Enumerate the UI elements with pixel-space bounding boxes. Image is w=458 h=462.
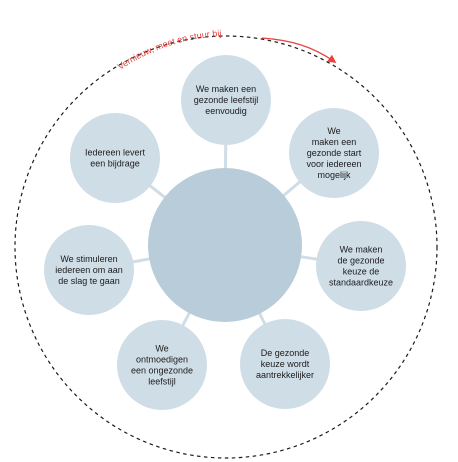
node-circle	[289, 108, 379, 198]
connector-gezonde-start	[281, 179, 303, 198]
node-label-line: eenvoudig	[205, 106, 247, 116]
connector-aantrekkelijker	[257, 311, 267, 327]
node-label-line: gezonde start	[307, 148, 362, 158]
renew-cycle-arrow	[261, 37, 337, 63]
node-circle	[240, 319, 330, 409]
node-circle	[70, 113, 160, 203]
node-label-line: leefstijl	[148, 377, 176, 387]
node-label-line: We maken	[340, 245, 383, 255]
node-label-line: keuze wordt	[261, 359, 310, 369]
node-label-line: aantrekkelijker	[256, 370, 314, 380]
node-label-line: voor iedereen	[306, 159, 361, 169]
node-label-line: De gezonde	[261, 348, 310, 358]
connector-bijdrage	[147, 183, 168, 200]
node-label-line: ontmoedigen	[136, 355, 188, 365]
node-circle	[44, 225, 134, 315]
node-label-line: keuze de	[343, 267, 380, 277]
node-label-line: gezonde leefstijl	[194, 95, 259, 105]
connector-ongezonde-leefstijl	[180, 310, 192, 328]
node-label-line: Iedereen levert	[85, 148, 146, 158]
node-label-line: We	[327, 126, 340, 136]
connector-standaardkeuze	[298, 254, 319, 261]
node-label-line: maken een	[312, 137, 357, 147]
node-label-line: een bijdrage	[90, 159, 140, 169]
node-label-line: een ongezonde	[131, 366, 193, 376]
node-label-line: standaardkeuze	[329, 278, 393, 288]
node-circle	[316, 221, 406, 311]
node-label-line: We maken een	[196, 84, 256, 94]
node-label-line: de slag te gaan	[58, 276, 120, 286]
node-label-line: We stimuleren	[60, 254, 117, 264]
connectors	[131, 142, 319, 328]
outer-cycle-dashed-circle	[14, 35, 438, 459]
node-circle	[117, 320, 207, 410]
node-label-line: mogelijk	[317, 170, 351, 180]
connector-stimuleren	[131, 257, 152, 264]
node-label-line: de gezonde	[337, 256, 384, 266]
node-circle	[181, 55, 271, 145]
center-hub	[148, 168, 302, 322]
node-label-line: iedereen om aan	[55, 265, 123, 275]
node-label-line: We	[155, 344, 168, 354]
